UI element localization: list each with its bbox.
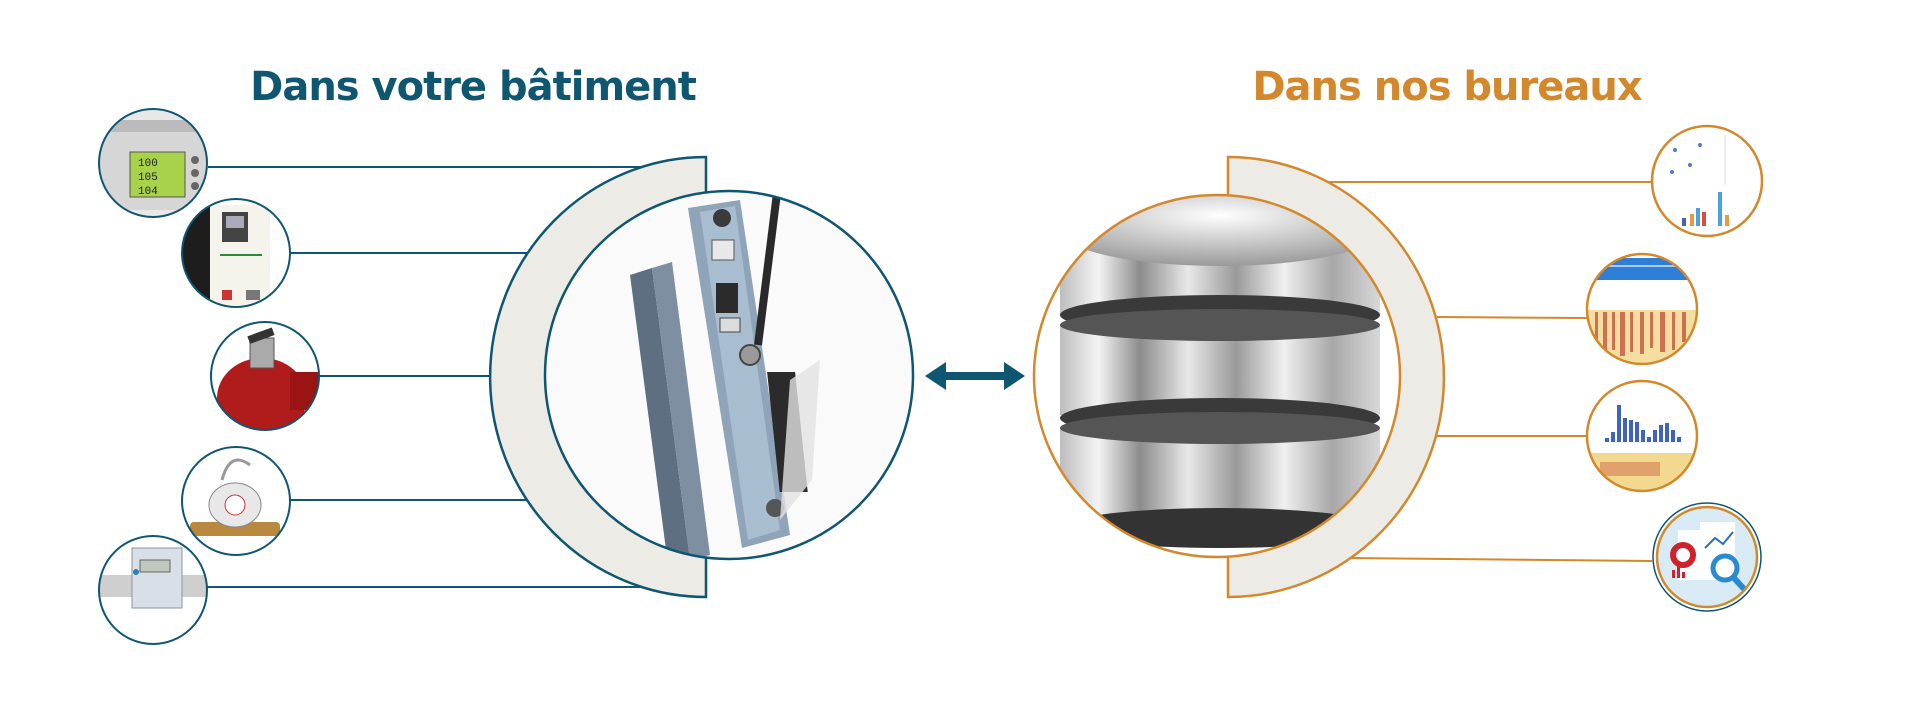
- output-heatmap-report: [1585, 252, 1699, 366]
- device-water-meter: [181, 446, 291, 556]
- device-energy-meter: 100 105 104: [98, 108, 208, 218]
- left-hub-border: [543, 189, 915, 561]
- left-connector-lines: [207, 166, 706, 588]
- device-gas-meter: [210, 321, 320, 431]
- gateway-device-image: [543, 189, 915, 561]
- meter-display-line-3: 104: [138, 186, 158, 198]
- right-connector-lines: [1327, 181, 1653, 562]
- device-heat-meter: [98, 535, 208, 645]
- meter-display-line-1: 100: [138, 158, 158, 170]
- right-title: Dans nos bureaux: [1252, 64, 1643, 110]
- double-arrow-icon: [925, 362, 1025, 390]
- left-title: Dans votre bâtiment: [250, 64, 697, 110]
- output-dashboard-chart: [1650, 124, 1764, 238]
- output-bar-chart-report: [1585, 379, 1699, 493]
- meter-display-line-2: 105: [138, 172, 158, 184]
- database-icon: [1032, 193, 1402, 559]
- device-variable-speed-drive: [181, 198, 291, 308]
- output-analytics-icon: [1652, 502, 1762, 612]
